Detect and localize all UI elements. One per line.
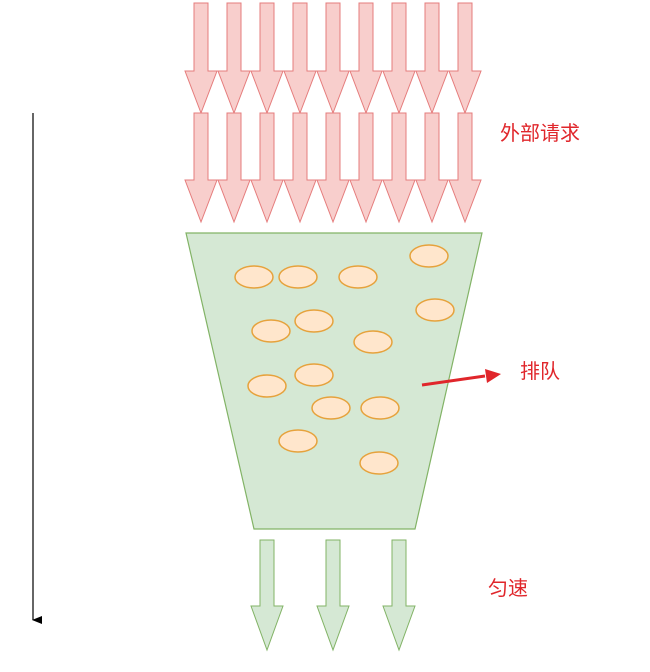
incoming-arrow	[316, 112, 350, 224]
outgoing-arrow	[316, 539, 350, 652]
incoming-arrow	[448, 112, 482, 224]
queued-request	[360, 396, 400, 420]
incoming-arrow	[250, 112, 284, 224]
queue-label: 排队	[520, 359, 560, 383]
incoming-arrow	[382, 2, 416, 115]
queue-funnel	[185, 232, 483, 530]
incoming-arrow	[349, 112, 383, 224]
external-requests-label: 外部请求	[500, 121, 580, 145]
queued-request	[278, 265, 318, 289]
queued-request	[415, 298, 455, 322]
incoming-arrow	[250, 2, 284, 115]
queued-request	[409, 244, 449, 268]
incoming-arrow	[217, 112, 251, 224]
incoming-arrow	[415, 2, 449, 115]
incoming-arrow	[382, 112, 416, 224]
incoming-request-arrows	[184, 2, 482, 224]
queued-request	[278, 429, 318, 453]
queued-request	[234, 265, 274, 289]
uniform-rate-label: 匀速	[488, 576, 528, 600]
incoming-arrow	[283, 2, 317, 115]
incoming-arrow	[184, 112, 218, 224]
incoming-arrow	[316, 2, 350, 115]
incoming-arrow	[349, 2, 383, 115]
queued-request	[359, 451, 399, 475]
incoming-arrow	[283, 112, 317, 224]
queued-request	[294, 309, 334, 333]
queued-request	[353, 330, 393, 354]
queued-request	[311, 396, 351, 420]
queue-pointer-arrow	[421, 369, 501, 387]
queued-request	[294, 363, 334, 387]
queued-requests	[234, 244, 455, 475]
incoming-arrow	[415, 112, 449, 224]
outgoing-uniform-arrows	[250, 539, 416, 652]
queued-request	[251, 319, 291, 343]
incoming-arrow	[184, 2, 218, 115]
incoming-arrow	[217, 2, 251, 115]
queued-request	[338, 265, 378, 289]
incoming-arrow	[448, 2, 482, 115]
outgoing-arrow	[250, 539, 284, 652]
queued-request	[247, 374, 287, 398]
outgoing-arrow	[382, 539, 416, 652]
